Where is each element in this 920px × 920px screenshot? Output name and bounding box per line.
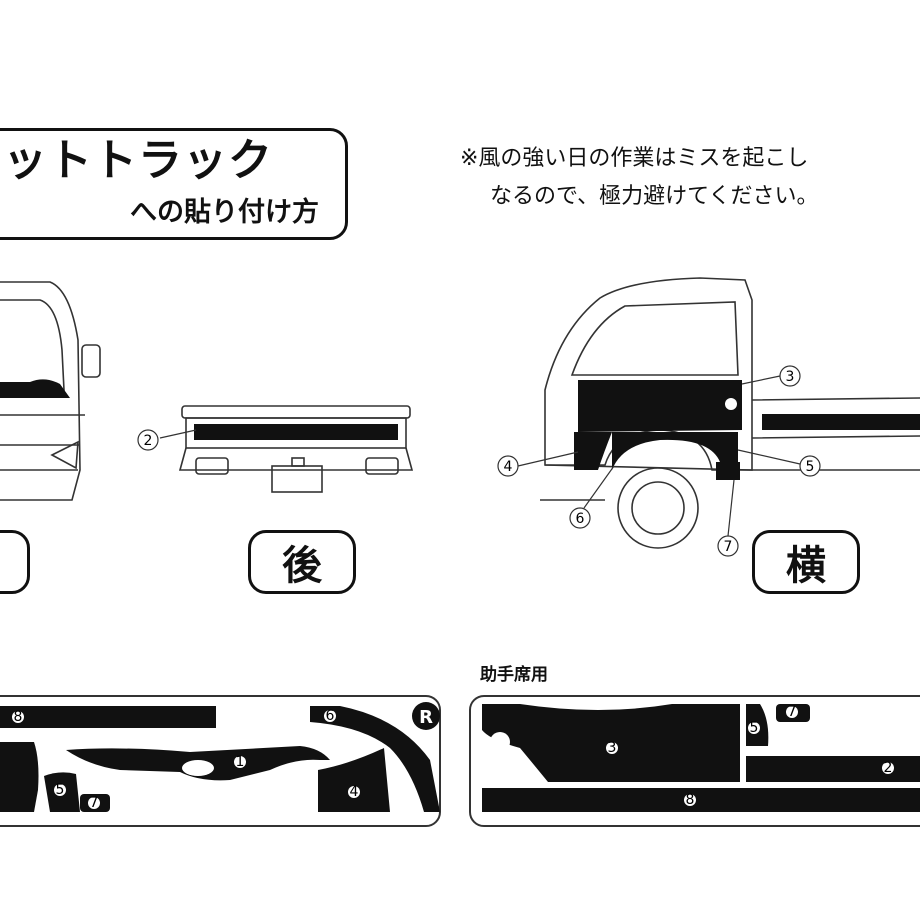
view-label-rear: 後 xyxy=(248,530,356,594)
left-num-7: 7 xyxy=(90,795,99,811)
side-sticker-fender-arch xyxy=(612,432,738,470)
title-sub: への貼り付け方 xyxy=(130,197,319,228)
truck-rear-view xyxy=(178,405,414,493)
note-line-1: ※風の強い日の作業はミスを起こし xyxy=(460,146,809,171)
truck-side-view xyxy=(540,277,920,549)
wind-warning-note: ※風の強い日の作業はミスを起こし なるので、極力避けてください。 xyxy=(460,140,920,216)
callout-side-4: 4 xyxy=(504,459,513,475)
left-part-6-piece xyxy=(310,706,440,812)
passenger-sheet-label: 助手席用 xyxy=(480,665,548,685)
callout-side-7: 7 xyxy=(724,539,733,555)
left-num-8: 8 xyxy=(14,709,23,725)
callout-side-5: 5 xyxy=(806,459,815,475)
callout-side-3: 3 xyxy=(786,369,795,385)
view-label-side: 横 xyxy=(752,530,860,594)
left-num-1: 1 xyxy=(236,754,245,770)
right-num-7: 7 xyxy=(788,704,797,720)
right-part-8-piece xyxy=(482,788,920,812)
left-num-5: 5 xyxy=(56,782,65,798)
right-num-2: 2 xyxy=(884,760,893,776)
side-sticker-door xyxy=(578,380,742,432)
right-num-8: 8 xyxy=(686,792,695,808)
callout-rear-2: 2 xyxy=(144,433,153,449)
side-sticker-fender-rear xyxy=(716,462,740,480)
truck-front-view xyxy=(0,281,101,501)
callout-side-6: 6 xyxy=(576,511,585,527)
driver-side-r-mark: R xyxy=(419,707,433,728)
rear-sticker-2 xyxy=(194,424,398,440)
view-label-front-cropped xyxy=(0,530,30,594)
sheet-left-frame xyxy=(0,695,441,827)
title-box: ットトラック への貼り付け方 xyxy=(0,128,348,240)
left-num-6: 6 xyxy=(326,708,335,724)
note-line-2: なるので、極力避けてください。 xyxy=(490,184,819,209)
sheet-right-frame xyxy=(469,695,920,827)
left-part-8-piece xyxy=(0,706,216,728)
right-num-5: 5 xyxy=(750,720,759,736)
side-sticker-bed xyxy=(762,414,920,430)
left-part-4-piece xyxy=(318,748,390,812)
front-view-sticker xyxy=(0,379,70,398)
side-sticker-fender-front xyxy=(574,432,612,470)
left-num-4: 4 xyxy=(350,784,359,800)
left-part-1-piece xyxy=(0,742,39,812)
right-num-3: 3 xyxy=(608,740,617,756)
